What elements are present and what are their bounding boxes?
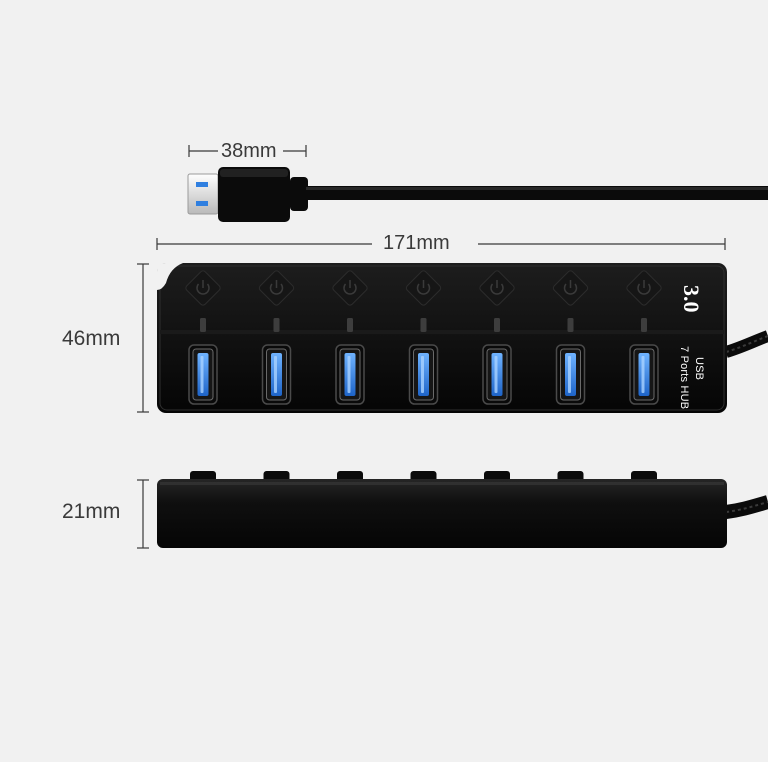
usb-port[interactable] [629,344,659,405]
power-button[interactable] [258,270,295,307]
led-indicator [273,318,280,332]
usb-port[interactable] [408,344,439,405]
hub-side-view [157,471,727,548]
usb-port[interactable] [188,344,218,405]
usb-port[interactable] [482,344,512,405]
power-icon [269,280,284,295]
power-icon [416,280,431,295]
power-icon [563,280,578,295]
hub-version-text: 3.0 [679,285,704,313]
power-button[interactable] [626,270,663,307]
hub-model-text-line2: 7 Ports HUB [678,346,690,410]
usb-port[interactable] [261,344,292,405]
power-button[interactable] [552,270,589,307]
hub-leds [200,318,647,332]
power-icon [637,280,651,295]
hub-cable-top [724,330,768,358]
usb-port[interactable] [555,344,586,405]
hub-ports [188,344,659,405]
hub-buttons [185,270,663,307]
power-button[interactable] [332,270,369,307]
power-button[interactable] [479,270,516,307]
led-indicator [347,318,353,332]
led-indicator [200,318,206,332]
led-indicator [567,318,574,332]
led-indicator [494,318,500,332]
hub-width-dimension-line [137,263,149,413]
usb-port[interactable] [335,344,365,405]
hub-height-label: 21mm [62,500,121,523]
usb-plug [187,167,768,222]
led-indicator [420,318,427,332]
connector-dimension-line [188,145,307,157]
power-icon [490,280,504,295]
connector-length-label: 38mm [221,140,277,162]
led-indicator [641,318,647,332]
power-button[interactable] [185,270,222,307]
hub-length-label: 171mm [383,232,450,254]
hub-model-text-line1: USB [693,357,705,381]
power-icon [343,280,357,295]
power-icon [196,280,210,295]
hub-cable-side [725,495,768,519]
hub-width-label: 46mm [62,327,121,350]
hub-height-dimension-line [137,479,149,549]
hub-length-dimension-line [156,238,726,250]
power-button[interactable] [405,270,442,307]
